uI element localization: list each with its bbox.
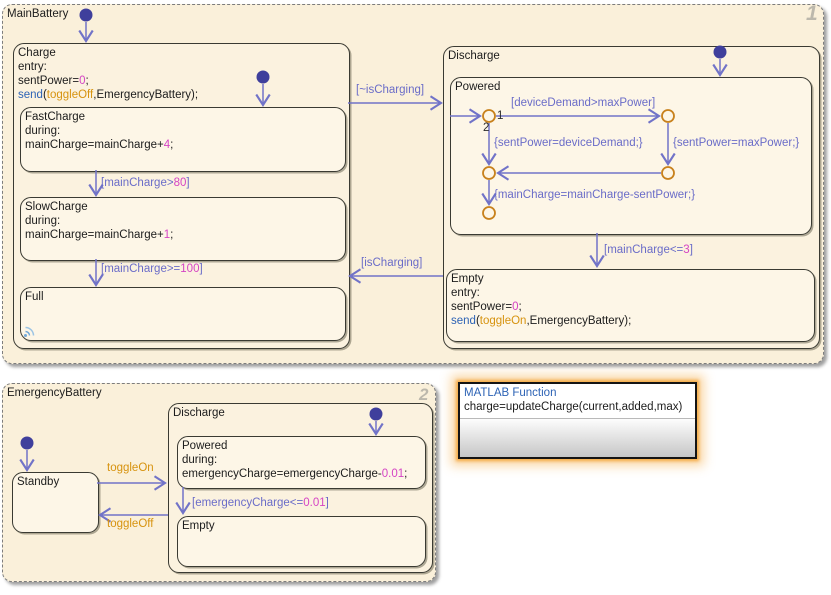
state-slowcharge[interactable]: SlowCharge during: mainCharge=mainCharge… bbox=[20, 197, 346, 261]
state-action-line: sentPower=0; bbox=[451, 301, 522, 313]
state-title: Charge bbox=[18, 47, 56, 59]
matlab-function-title: MATLAB Function bbox=[464, 387, 557, 399]
matlab-function-signature: charge=updateCharge(current,added,max) bbox=[464, 401, 683, 413]
print-order-number: 1 bbox=[806, 2, 818, 25]
transition-label-not-ischarging[interactable]: [~isCharging] bbox=[356, 84, 425, 96]
state-empty-main[interactable]: Empty entry: sentPower=0; send(toggleOn,… bbox=[446, 269, 815, 342]
print-order-number: 2 bbox=[419, 385, 429, 404]
transition-label-sentpower-maxpower[interactable]: {sentPower=maxPower;} bbox=[673, 137, 800, 149]
state-action-line: emergencyCharge=emergencyCharge-0.01; bbox=[182, 468, 408, 480]
transition-label-maincharge-minus-sentpower[interactable]: {mainCharge=mainCharge-sentPower;} bbox=[494, 189, 696, 201]
state-powered-main[interactable]: Powered bbox=[450, 77, 812, 235]
transition-label-sentpower-devicedemand[interactable]: {sentPower=deviceDemand;} bbox=[494, 137, 643, 149]
logged-data-badge-icon bbox=[23, 323, 38, 338]
state-action-line: entry: bbox=[451, 287, 480, 299]
state-title: Full bbox=[25, 291, 44, 303]
state-title: EmergencyBattery bbox=[7, 387, 102, 399]
state-action-line: sentPower=0; bbox=[18, 75, 89, 87]
state-action-line: during: bbox=[25, 125, 61, 137]
transition-label-maincharge-gt-80[interactable]: [mainCharge>80] bbox=[101, 177, 190, 189]
state-title: Empty bbox=[182, 520, 215, 532]
transition-order-label-2[interactable]: 2 bbox=[483, 122, 490, 134]
transition-label-emergencycharge-le-001[interactable]: [emergencyCharge<=0.01] bbox=[192, 497, 329, 509]
transition-order-label-1[interactable]: 1 bbox=[497, 110, 504, 122]
state-title: Discharge bbox=[448, 50, 500, 62]
state-title: Empty bbox=[451, 273, 484, 285]
state-action-line: mainCharge=mainCharge+4; bbox=[25, 139, 174, 151]
state-full[interactable]: Full bbox=[20, 287, 346, 341]
matlab-function-block[interactable]: MATLAB Function charge=updateCharge(curr… bbox=[458, 382, 697, 459]
state-title: Standby bbox=[17, 476, 60, 488]
state-powered-emergency[interactable]: Powered during: emergencyCharge=emergenc… bbox=[177, 436, 426, 489]
state-empty-emergency[interactable]: Empty bbox=[177, 516, 426, 567]
transition-label-toggleon[interactable]: toggleOn bbox=[107, 462, 154, 474]
state-title: MainBattery bbox=[7, 8, 69, 20]
state-title: Powered bbox=[182, 440, 228, 452]
state-action-line: during: bbox=[182, 454, 218, 466]
state-action-line: send(toggleOn,EmergencyBattery); bbox=[451, 315, 632, 327]
state-action-line: send(toggleOff,EmergencyBattery); bbox=[18, 89, 199, 101]
transition-label-maincharge-le-3[interactable]: [mainCharge<=3] bbox=[604, 244, 693, 256]
matlab-function-body bbox=[460, 418, 695, 457]
state-title: FastCharge bbox=[25, 111, 86, 123]
transition-label-maincharge-ge-100[interactable]: [mainCharge>=100] bbox=[101, 263, 203, 275]
transition-label-toggleoff[interactable]: toggleOff bbox=[107, 518, 154, 530]
transition-label-devicedemand[interactable]: [deviceDemand>maxPower] bbox=[511, 97, 656, 109]
state-action-line: during: bbox=[25, 215, 61, 227]
state-title: Discharge bbox=[173, 407, 225, 419]
state-title: Powered bbox=[455, 81, 501, 93]
state-standby[interactable]: Standby bbox=[12, 472, 99, 533]
state-action-line: entry: bbox=[18, 61, 47, 73]
state-title: SlowCharge bbox=[25, 201, 88, 213]
state-fastcharge[interactable]: FastCharge during: mainCharge=mainCharge… bbox=[20, 107, 346, 172]
matlab-function-header: MATLAB Function charge=updateCharge(curr… bbox=[460, 384, 695, 414]
state-action-line: mainCharge=mainCharge+1; bbox=[25, 229, 174, 241]
transition-label-ischarging[interactable]: [isCharging] bbox=[361, 257, 423, 269]
